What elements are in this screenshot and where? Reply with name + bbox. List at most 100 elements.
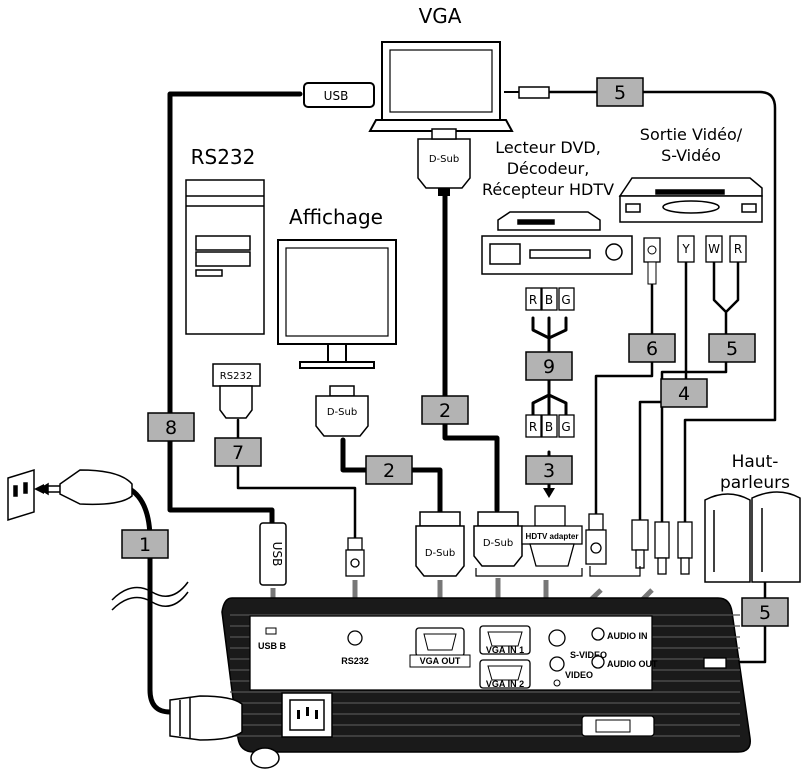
dsub-label-vga-in1: D-Sub [483, 538, 513, 549]
tag-4-box [660, 378, 708, 408]
usb-plug-bottom: USB [259, 522, 287, 586]
port-audio-out: AUDIO OUT [607, 659, 658, 669]
label-rs232: RS232 [191, 145, 256, 169]
plug-r-bottom: R [529, 420, 537, 434]
plug-y: Y [681, 242, 690, 256]
svideo-plug-bottom [585, 513, 607, 565]
rs232-label-plug: RS232 [220, 371, 252, 382]
dsub-display: D-Sub [315, 385, 369, 437]
audio-plugs-bottom [654, 521, 693, 575]
rgb-plugs-bottom: R B G [525, 414, 575, 438]
tag-1-box [121, 529, 169, 559]
tag-6-box [628, 333, 676, 363]
video-plug-bottom [631, 519, 649, 569]
hdtv-adapter-label: HDTV adapter [526, 532, 579, 541]
cable-1-power [125, 485, 173, 715]
label-videoout-1: Sortie Vidéo/ [640, 125, 743, 144]
wall-outlet [7, 468, 35, 522]
dsub-label-display: D-Sub [327, 407, 357, 418]
label-dvd-2: Décodeur, [507, 159, 590, 178]
tag-2a-box [421, 395, 469, 425]
label-speakers-2: parleurs [720, 473, 790, 493]
tag-5b-box [708, 333, 756, 363]
tag-3-box [525, 455, 573, 485]
port-vga-in2: VGA IN 2 [486, 679, 524, 689]
tag-5c-box [741, 597, 789, 627]
hdtv-adapter: HDTV adapter [521, 505, 583, 567]
adapter-arrow [543, 488, 555, 498]
audio-wr-plugs: W R [705, 235, 747, 263]
tag-8-box [147, 412, 195, 442]
power-plug [38, 469, 133, 506]
port-vga-out: VGA OUT [420, 656, 461, 666]
tag-2b-box [365, 455, 413, 485]
hdtv-receiver [481, 235, 633, 275]
cable-tags: 1 8 7 2 2 9 3 6 4 5 5 5 [121, 77, 789, 627]
port-usb-b: USB B [258, 641, 287, 651]
tag-7: 7 [232, 442, 244, 464]
rs232-plug: RS232 [212, 363, 261, 419]
laptop [368, 41, 514, 132]
cable-9-rgb-lower [531, 378, 568, 417]
usb-plug-top: USB [303, 82, 375, 108]
tag-2b: 2 [383, 460, 395, 482]
tag-5a-box [596, 77, 644, 107]
label-dvd-1: Lecteur DVD, [495, 138, 601, 157]
vcr-device [618, 177, 763, 223]
cable-8-usb [167, 91, 303, 528]
plug-b-top: B [545, 293, 553, 307]
svideo-plug-top [643, 237, 661, 285]
dsub-vga-out: D-Sub [415, 511, 465, 577]
label-videoout-2: S-Vidéo [661, 146, 721, 165]
tag-2a: 2 [439, 400, 451, 422]
port-vga-in1: VGA IN 1 [486, 645, 524, 655]
tag-5c: 5 [759, 602, 771, 624]
cable-break [111, 581, 189, 611]
tag-5b: 5 [726, 338, 738, 360]
monitor [277, 239, 397, 369]
desktop-tower [185, 179, 265, 335]
tag-3: 3 [543, 460, 555, 482]
plug-b-bottom: B [545, 420, 553, 434]
cable-2-dsub-top [442, 193, 500, 513]
rs232-plug-bottom [345, 537, 365, 577]
tag-9: 9 [543, 356, 555, 378]
plug-g-bottom: G [561, 420, 570, 434]
speakers [704, 491, 801, 583]
tag-7-box [214, 437, 262, 467]
bracket-lines [475, 566, 641, 577]
port-s-video: S-VIDEO [570, 650, 607, 660]
dsub-label-laptop: D-Sub [429, 154, 459, 165]
dsub-label-vga-out: D-Sub [425, 548, 455, 559]
speaker-jack [703, 657, 727, 669]
plug-r-top: R [529, 293, 537, 307]
plug-w: W [708, 242, 720, 256]
port-video: VIDEO [565, 670, 593, 680]
plug-g-top: G [561, 293, 570, 307]
wall-arrow [34, 484, 44, 494]
label-dvd-3: Récepteur HDTV [482, 180, 614, 199]
power-plug-projector [169, 695, 243, 741]
port-audio-in: AUDIO IN [607, 631, 648, 641]
plug-r-audio: R [734, 242, 742, 256]
label-display: Affichage [289, 205, 383, 229]
minijack-top [504, 86, 550, 99]
dsub-laptop: D-Sub [417, 128, 471, 196]
tag-9-box [525, 351, 573, 381]
rgb-plugs-top: R B G [525, 287, 575, 311]
video-y-plug: Y [677, 235, 695, 263]
cable-5-audio-top [546, 90, 777, 527]
tag-4: 4 [678, 383, 690, 405]
port-rs232: RS232 [341, 656, 369, 666]
tag-6: 6 [646, 338, 658, 360]
dvd-player [497, 211, 601, 231]
projector-ports: USB B RS232 VGA OUT VGA IN 1 VGA IN 2 S-… [258, 625, 658, 689]
tag-8: 8 [165, 417, 177, 439]
usb-label-top: USB [324, 89, 349, 103]
label-speakers-1: Haut- [732, 452, 779, 472]
tag-1: 1 [139, 534, 151, 556]
tag-5a: 5 [614, 82, 626, 104]
usb-label-bottom: USB [270, 542, 284, 567]
cable-6-svideo [594, 283, 654, 516]
